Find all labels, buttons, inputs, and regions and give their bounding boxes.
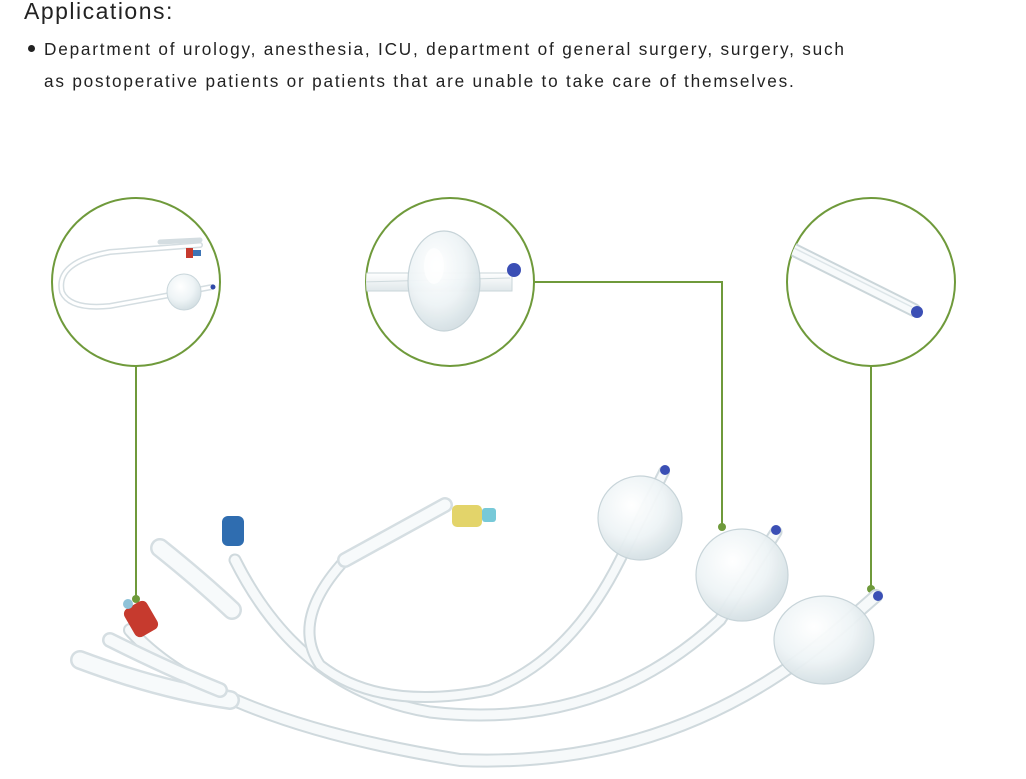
connector-lines: [135, 281, 872, 598]
applications-list: Department of urology, anesthesia, ICU, …: [28, 33, 1003, 97]
applications-line-1: Department of urology, anesthesia, ICU, …: [44, 39, 846, 59]
applications-line-2: as postoperative patients or patients th…: [44, 71, 796, 91]
page-title: Applications:: [24, 0, 174, 24]
catheter-two-way-blue: [150, 525, 783, 722]
detail-circle-tip: [786, 197, 956, 367]
detail-circle-overview: [51, 197, 221, 367]
catheter-three-way-red: [70, 589, 883, 768]
catheter-two-way-yellow: [303, 466, 670, 703]
bullet-icon: [28, 45, 35, 52]
connector-dots: [132, 523, 875, 603]
detail-circle-balloon: [365, 197, 535, 367]
